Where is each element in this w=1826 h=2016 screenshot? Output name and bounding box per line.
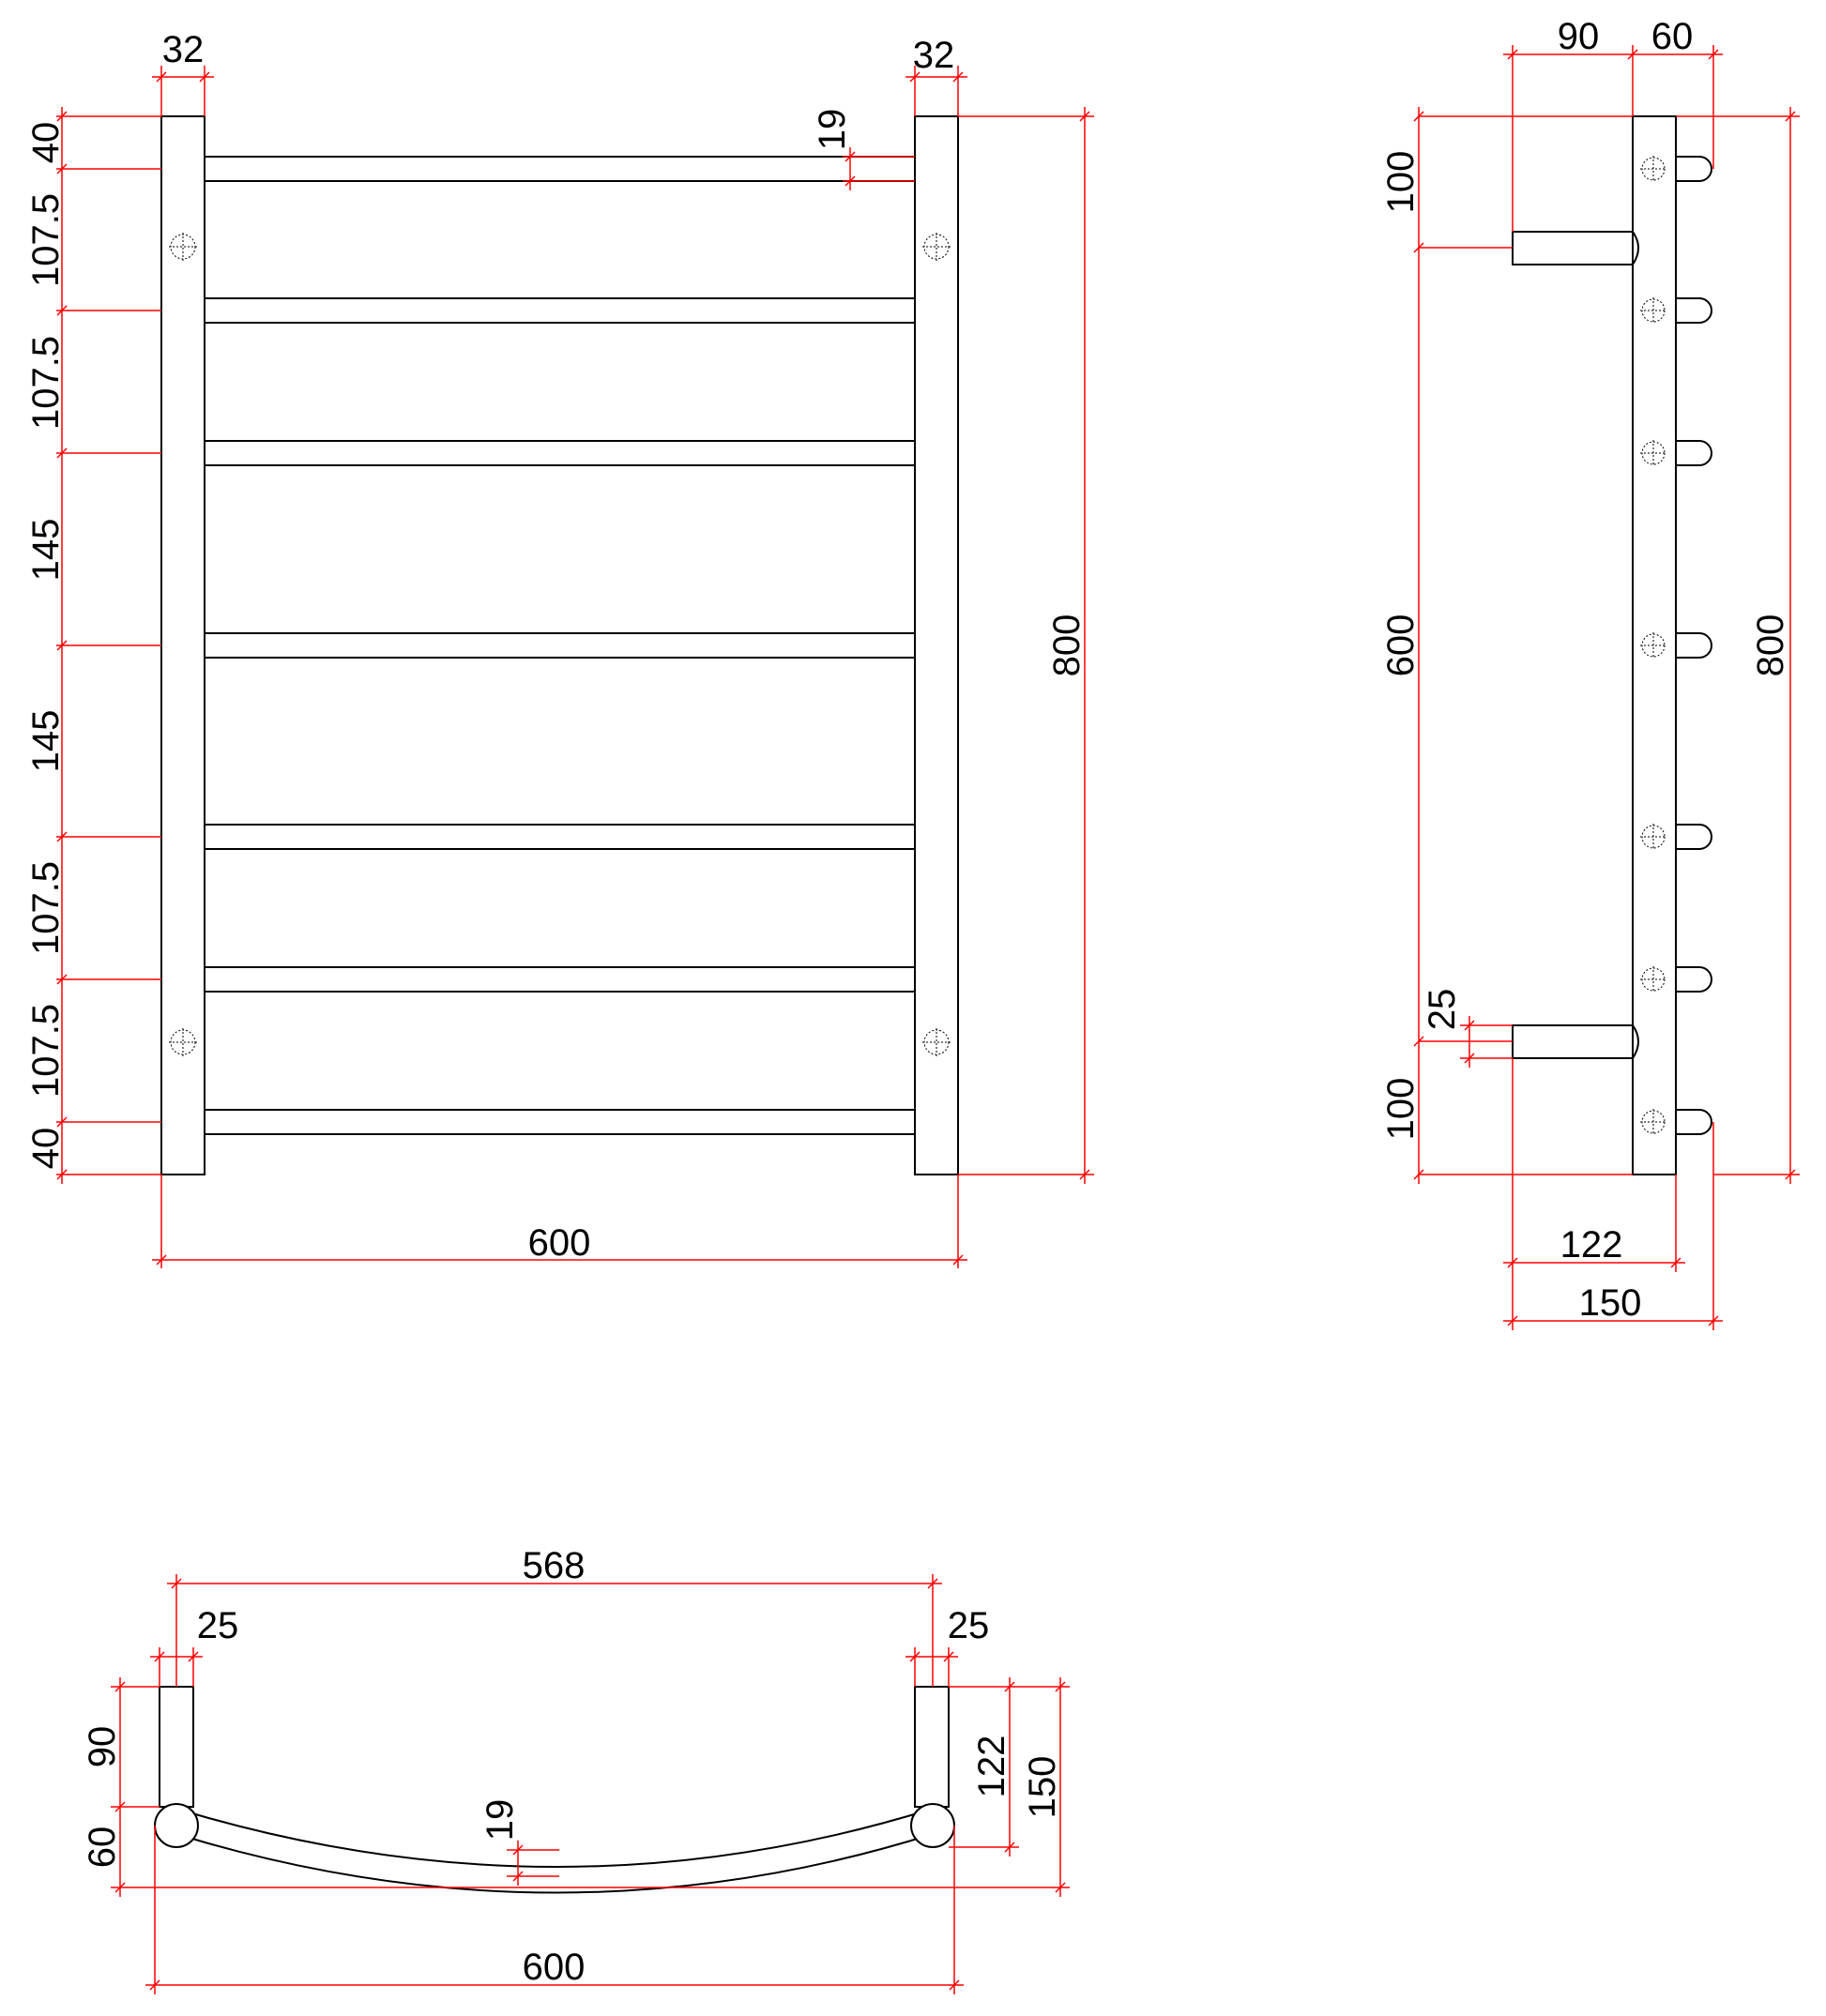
dim-side-depths: 122 150 xyxy=(1503,1058,1723,1330)
dim-inner-span: 568 xyxy=(167,1545,942,1687)
towel-bar-end xyxy=(1676,440,1712,466)
side-holes xyxy=(1640,156,1666,1135)
dim-label: 600 xyxy=(528,1222,591,1264)
mounting-hole-icon xyxy=(1640,824,1666,850)
dim-label: 150 xyxy=(1579,1282,1642,1324)
dim-top-overall-width: 600 xyxy=(145,1826,964,1994)
dim-label: 568 xyxy=(523,1545,586,1586)
dim-side-overall-height: 800 xyxy=(1676,107,1800,1184)
front-view: 32 32 19 xyxy=(25,29,1094,1268)
towel-bars xyxy=(204,156,916,1135)
towel-bar xyxy=(204,297,916,324)
towel-bar-end xyxy=(1676,1109,1712,1135)
curved-bar xyxy=(175,1808,934,1894)
dim-label: 32 xyxy=(913,35,955,76)
dim-label: 107.5 xyxy=(25,1004,67,1098)
towel-bar-end xyxy=(1676,966,1712,993)
dim-overall-width: 600 xyxy=(152,1175,967,1268)
top-wall-bracket xyxy=(1512,231,1639,265)
towel-bar-end xyxy=(1676,824,1712,850)
towel-bar xyxy=(204,440,916,466)
dim-label: 60 xyxy=(1651,16,1694,57)
dim-label: 800 xyxy=(1046,614,1088,677)
mounting-hole-icon xyxy=(1640,1109,1666,1135)
mounting-hole-icon xyxy=(1640,156,1666,182)
dim-overall-height: 800 xyxy=(958,107,1094,1184)
left-post xyxy=(160,115,205,1175)
dim-post-width-right: 32 xyxy=(905,35,967,116)
dim-post-width-left: 32 xyxy=(152,29,214,116)
dim-label: 122 xyxy=(1560,1224,1623,1266)
dim-label: 600 xyxy=(523,1947,586,1988)
dim-label: 25 xyxy=(948,1605,990,1646)
towel-bar-end xyxy=(1676,632,1712,659)
dim-label: 19 xyxy=(479,1799,521,1842)
dim-top-bar-thickness: 19 xyxy=(479,1799,559,1886)
top-view: 568 25 25 90 60 xyxy=(82,1545,1070,1994)
dim-label: 107.5 xyxy=(25,193,67,287)
dim-label: 40 xyxy=(25,122,67,164)
dim-label: 107.5 xyxy=(25,336,67,430)
side-bars xyxy=(1676,156,1712,1135)
dim-label: 90 xyxy=(82,1726,123,1768)
mounting-hole-icon xyxy=(169,1028,197,1056)
mounting-hole-icon xyxy=(1640,966,1666,993)
towel-bar xyxy=(204,966,916,993)
dim-label: 25 xyxy=(1422,989,1463,1031)
dim-bar-thickness: 19 xyxy=(812,109,915,190)
mounting-hole-icon xyxy=(1640,440,1666,466)
dim-label: 100 xyxy=(1380,151,1422,214)
towel-bar-end xyxy=(1676,156,1712,182)
towel-bar-end xyxy=(1676,297,1712,324)
dim-label: 800 xyxy=(1750,614,1791,677)
dim-label: 107.5 xyxy=(25,861,67,955)
dim-label: 32 xyxy=(162,29,205,70)
left-post-section xyxy=(154,1803,199,1848)
dim-label: 145 xyxy=(25,710,67,773)
left-bracket xyxy=(159,1686,194,1808)
dim-label: 40 xyxy=(25,1128,67,1170)
mounting-hole-icon xyxy=(922,1028,951,1056)
dim-label: 25 xyxy=(197,1605,239,1646)
dim-left-stack: 40 107.5 107.5 145 145 107.5 107.5 40 xyxy=(25,107,161,1184)
dim-label: 150 xyxy=(1022,1756,1063,1819)
dim-label: 19 xyxy=(812,109,853,151)
right-post xyxy=(914,115,959,1175)
mounting-hole-icon xyxy=(1640,632,1666,659)
dim-post-left: 25 xyxy=(150,1605,238,1687)
dim-top-left-stack: 90 60 xyxy=(82,1677,1070,1897)
right-post-section xyxy=(910,1803,955,1848)
dim-label: 600 xyxy=(1380,614,1422,677)
dim-label: 100 xyxy=(1380,1078,1422,1141)
mounting-hole-icon xyxy=(169,233,197,261)
dim-label: 122 xyxy=(971,1736,1012,1798)
dim-label: 145 xyxy=(25,519,67,582)
mounting-hole-icon xyxy=(922,233,951,261)
mounting-holes xyxy=(169,233,951,1056)
bottom-wall-bracket xyxy=(1512,1024,1639,1059)
dim-bracket-thickness: 25 xyxy=(1422,989,1513,1068)
dim-side-left-stack: 100 600 100 xyxy=(1380,107,1633,1184)
towel-bar xyxy=(204,632,916,659)
dim-label: 90 xyxy=(1558,16,1600,57)
dim-label: 60 xyxy=(82,1827,123,1869)
dim-top-bracket: 90 60 xyxy=(1503,16,1723,232)
towel-bar xyxy=(204,1109,916,1135)
dim-top-right-depths: 122 150 xyxy=(949,1677,1070,1897)
mounting-hole-icon xyxy=(1640,297,1666,324)
side-post xyxy=(1632,115,1677,1175)
right-bracket xyxy=(914,1686,950,1808)
dim-post-right: 25 xyxy=(905,1605,989,1687)
side-view: 90 60 100 600 100 25 xyxy=(1380,16,1800,1330)
towel-bar xyxy=(204,156,916,182)
towel-bar xyxy=(204,824,916,850)
